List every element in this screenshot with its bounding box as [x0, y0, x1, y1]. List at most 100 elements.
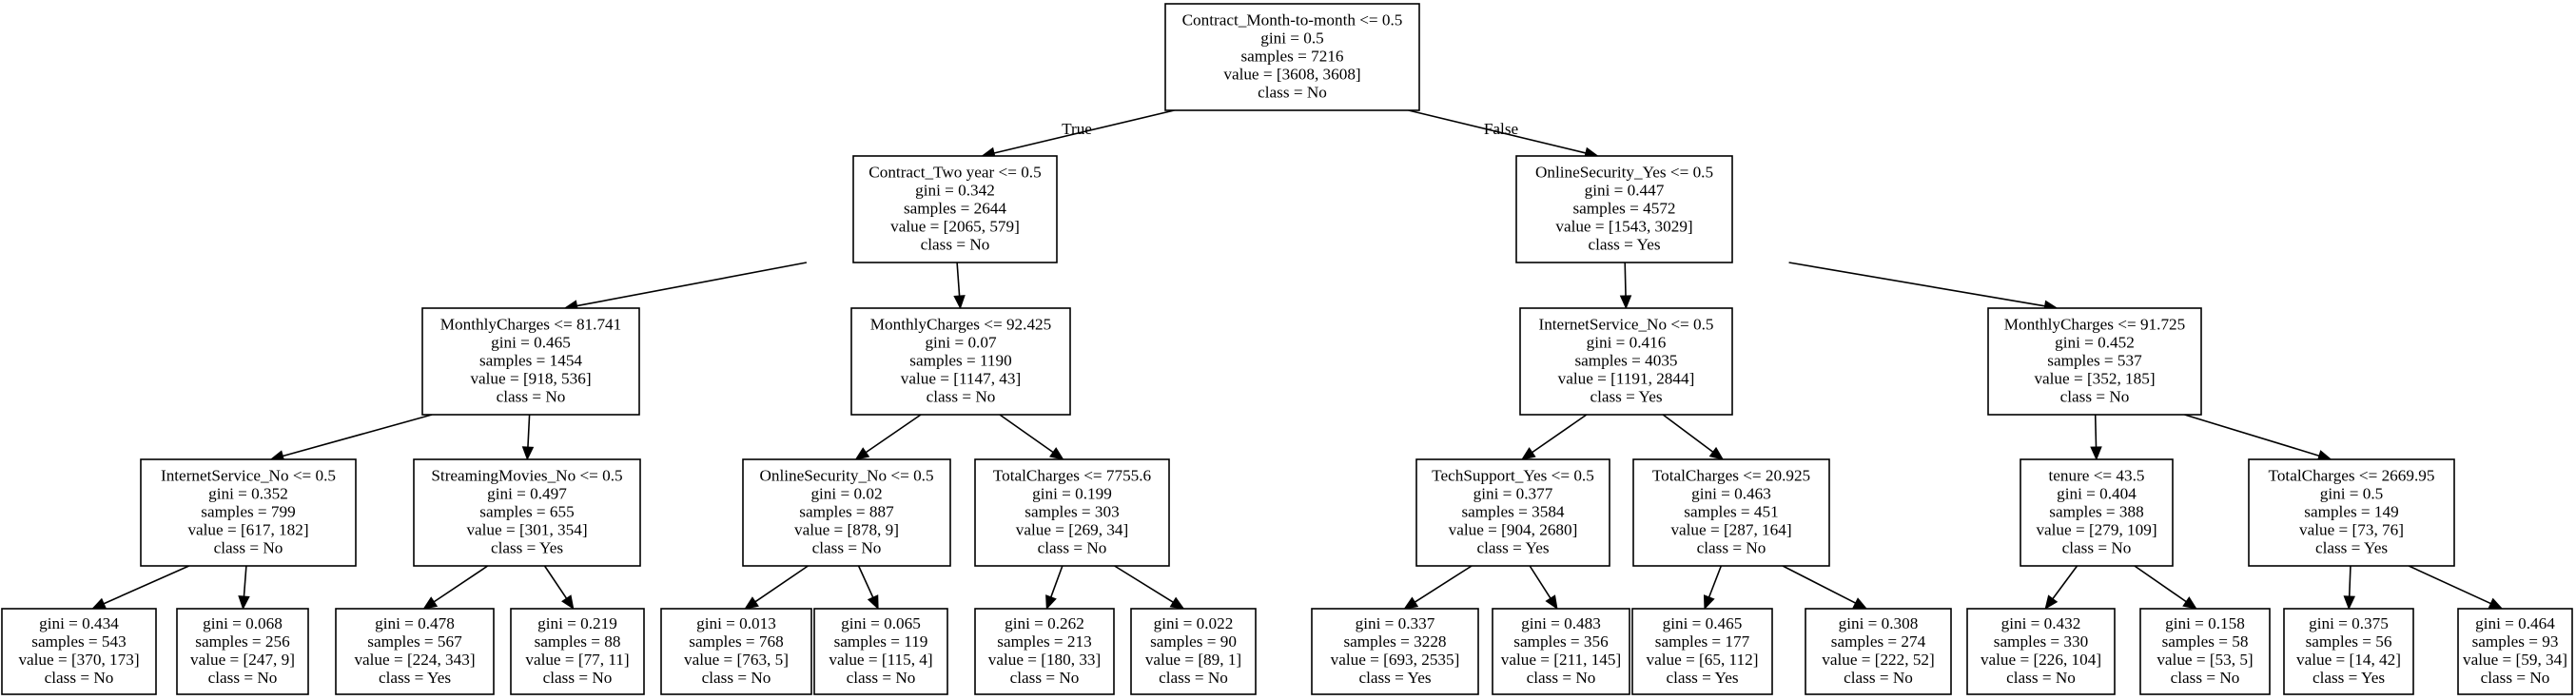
tree-edge [1520, 414, 1588, 460]
node-text-line: samples = 655 [479, 503, 574, 521]
arrow-head-icon [1852, 597, 1868, 610]
node-text-line: gini = 0.404 [2057, 485, 2137, 503]
tree-edge [1529, 565, 1558, 611]
node-text-line: samples = 356 [1513, 632, 1609, 651]
arrow-head-icon [1045, 594, 1057, 611]
node-text-line: samples = 799 [201, 503, 295, 521]
edge-label-false: False [1484, 120, 1519, 138]
edge-line [1532, 414, 1588, 454]
node-text-line: samples = 90 [1150, 632, 1237, 651]
node-text-line: samples = 119 [834, 632, 928, 651]
node-box [2248, 458, 2455, 567]
node-text-line: gini = 0.377 [1473, 485, 1553, 503]
node-text-line: value = [370, 173] [18, 651, 139, 669]
node-text-line: class = No [497, 388, 566, 406]
edge-line [1050, 565, 1064, 598]
edge-line [956, 262, 961, 297]
node-text-line: samples = 56 [2306, 632, 2392, 651]
node-text-line: gini = 0.463 [1691, 485, 1771, 503]
tree-edge [854, 414, 922, 460]
node-box [1492, 608, 1630, 695]
node-text-line: gini = 0.483 [1521, 614, 1601, 632]
tree-edge [521, 414, 535, 461]
edge-line [1788, 262, 2045, 307]
node-box [2283, 608, 2414, 695]
node-text-line: gini = 0.068 [203, 614, 283, 632]
tree-edge [953, 262, 966, 310]
node-box [1966, 608, 2116, 695]
node-text-line: samples = 274 [1831, 632, 1926, 651]
node-text-line: class = No [812, 539, 882, 557]
node-text-line: gini = 0.465 [1663, 614, 1743, 632]
node-text-line: TotalCharges <= 20.925 [1652, 467, 1810, 485]
node-box [1, 608, 157, 695]
node-box [1164, 3, 1420, 111]
arrow-head-icon [561, 594, 575, 611]
node-text-line: class = Yes [491, 539, 563, 557]
node-text-line: samples = 88 [535, 632, 621, 651]
node-text-line: gini = 0.342 [915, 182, 995, 200]
edge-line [2052, 565, 2078, 600]
node-box [2457, 608, 2573, 695]
node-text-line: gini = 0.432 [2001, 614, 2081, 632]
node-text-line: class = No [1844, 669, 1913, 687]
node-text-line: Contract_Month-to-month <= 0.5 [1182, 11, 1403, 29]
arrow-head-icon [1703, 594, 1715, 611]
edge-line [1782, 565, 1856, 604]
node-text-line: class = No [1258, 84, 1327, 102]
tree-edge [2044, 565, 2078, 611]
node-text-line: samples = 567 [367, 632, 462, 651]
arrow-head-icon [2343, 595, 2356, 611]
node-text-line: samples = 4035 [1574, 352, 1677, 370]
node-text-line: gini = 0.452 [2055, 334, 2135, 352]
edge-line [865, 414, 922, 454]
node-text-line: samples = 3228 [1343, 632, 1446, 651]
tree-edge [422, 565, 489, 610]
arrow-head-icon [1708, 446, 1725, 460]
node-text-line: value = [14, 42] [2296, 651, 2401, 669]
edge-line [103, 565, 190, 605]
node-text-line: class = Yes [2315, 539, 2388, 557]
node-text-line: StreamingMovies_No <= 0.5 [431, 467, 622, 485]
node-text-line: value = [1191, 2844] [1558, 370, 1695, 388]
node-text-line: gini = 0.478 [375, 614, 455, 632]
node-text-line: value = [224, 343] [354, 651, 475, 669]
node-text-line: class = Yes [1476, 539, 1549, 557]
node-text-line: class = Yes [379, 669, 451, 687]
edge-line [2348, 565, 2352, 597]
arrow-head-icon [238, 595, 250, 611]
node-text-line: class = Yes [1588, 236, 1660, 254]
arrow-head-icon [1049, 447, 1064, 460]
edge-line [999, 414, 1054, 454]
node-text-line: OnlineSecurity_Yes <= 0.5 [1535, 164, 1713, 182]
node-text-line: value = [226, 104] [1981, 651, 2101, 669]
node-box [1515, 155, 1733, 263]
node-text-line: gini = 0.5 [1260, 29, 1324, 48]
node-text-line: class = No [543, 669, 613, 687]
arrow-head-icon [2090, 446, 2102, 461]
node-text-line: samples = 93 [2472, 632, 2559, 651]
node-text-line: value = [279, 109] [2036, 521, 2156, 539]
edge-line [1624, 262, 1627, 297]
node-text-line: tenure <= 43.5 [2048, 467, 2144, 485]
node-text-line: class = No [702, 669, 771, 687]
tree-edge [2134, 565, 2197, 610]
node-text-line: InternetService_No <= 0.5 [1538, 316, 1713, 334]
tree-edge [238, 565, 250, 611]
edge-line [754, 565, 809, 603]
node-text-line: samples = 1454 [479, 352, 582, 370]
edge-line [2134, 565, 2187, 603]
node-text-line: value = [904, 2680] [1449, 521, 1578, 539]
node-text-line: value = [1543, 3029] [1555, 218, 1692, 236]
tree-edge [1782, 565, 1868, 610]
node-text-line: gini = 0.447 [1585, 182, 1665, 200]
tree-edge [999, 414, 1064, 460]
node-text-line: samples = 887 [799, 503, 894, 521]
